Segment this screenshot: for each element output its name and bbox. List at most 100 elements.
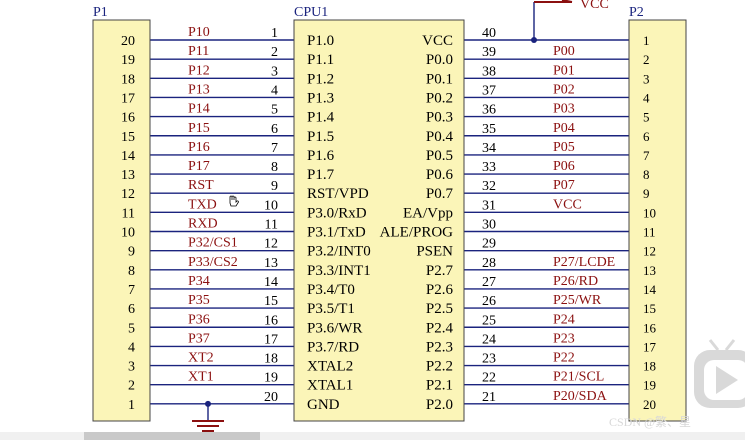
cpu1-pin-name: P3.1/TxD: [307, 225, 366, 241]
cpu1-pin-number: 13: [264, 256, 278, 271]
cpu1-pin-number: 11: [265, 218, 278, 233]
cpu1-pin-number: 35: [482, 122, 496, 137]
cpu1-pin-number: 5: [271, 103, 278, 118]
left-net-label: P35: [188, 293, 210, 308]
cpu1-pin-name: P2.5: [426, 301, 453, 317]
cpu1-pin-name: P2.6: [426, 282, 454, 298]
p1-pin-number: 11: [122, 206, 135, 221]
cpu1-pin-name: P2.0: [426, 397, 453, 413]
cpu1-pin-name: P0.0: [426, 52, 453, 68]
cpu1-pin-name: P3.4/T0: [307, 282, 355, 298]
cpu1-pin-name: P2.3: [426, 339, 453, 355]
cpu1-pin-number: 34: [482, 141, 496, 156]
right-net-label: P21/SCL: [553, 370, 604, 385]
cpu1-pin-name: P2.7: [426, 263, 454, 279]
cpu1-pin-number: 25: [482, 313, 496, 328]
p2-pin-number: 11: [643, 225, 656, 240]
play-icon[interactable]: [694, 338, 745, 410]
horizontal-scrollbar-track[interactable]: [0, 432, 745, 440]
left-net-label: P12: [188, 63, 210, 78]
p1-pin-number: 2: [128, 379, 135, 394]
cpu1-pin-number: 31: [482, 198, 496, 213]
cpu1-pin-number: 9: [271, 179, 278, 194]
cpu1-pin-name: RST/VPD: [307, 186, 369, 202]
left-net-label: RST: [188, 178, 214, 193]
cpu1-pin-number: 3: [271, 64, 278, 79]
p1-pin-number: 7: [128, 283, 135, 298]
horizontal-scrollbar-thumb[interactable]: [84, 432, 260, 440]
cpu1-pin-name: P1.6: [307, 148, 335, 164]
left-net-label: P14: [188, 102, 210, 117]
cpu1-pin-name: P3.5/T1: [307, 301, 355, 317]
header-p1-ref: P1: [93, 5, 108, 20]
cpu1-pin-number: 24: [482, 332, 496, 347]
right-net-label: VCC: [553, 197, 582, 212]
p1-pin-number: 14: [121, 149, 135, 164]
left-net-label: P32/CS1: [188, 236, 238, 251]
p2-pin-number: 20: [643, 397, 656, 412]
cpu1-pin-name: PSEN: [416, 244, 453, 260]
p2-pin-number: 6: [643, 129, 650, 144]
p2-pin-number: 9: [643, 186, 650, 201]
cpu1-pin-name: P1.7: [307, 167, 335, 183]
left-net-label: P36: [188, 312, 210, 327]
cpu1-pin-number: 30: [482, 218, 496, 233]
right-net-label: P06: [553, 159, 575, 174]
junction-node: [531, 37, 537, 43]
p1-pin-number: 10: [121, 226, 135, 241]
cpu1-pin-number: 22: [482, 371, 496, 386]
left-net-label: RXD: [188, 217, 218, 232]
right-net-label: P20/SDA: [553, 389, 608, 404]
p2-pin-number: 14: [643, 282, 657, 297]
cpu1-pin-number: 21: [482, 390, 496, 405]
p2-pin-number: 18: [643, 359, 656, 374]
p2-pin-number: 1: [643, 33, 650, 48]
cpu1-pin-name: P3.3/INT1: [307, 263, 371, 279]
right-net-label: P23: [553, 331, 575, 346]
cpu1-pin-number: 6: [271, 122, 278, 137]
left-net-label: P13: [188, 82, 210, 97]
cpu1-pin-name: P3.2/INT0: [307, 244, 371, 260]
left-net-label: XT2: [188, 351, 214, 366]
right-net-label: P27/LCDE: [553, 255, 615, 270]
p2-pin-number: 5: [643, 110, 650, 125]
p1-pin-number: 17: [121, 91, 135, 106]
header-p2-body: [628, 19, 687, 422]
cpu1-pin-name: GND: [307, 397, 340, 413]
cpu1-pin-name: P1.3: [307, 90, 334, 106]
cpu1-pin-number: 8: [271, 160, 278, 175]
cpu1-pin-number: 7: [271, 141, 278, 156]
p2-pin-number: 10: [643, 205, 656, 220]
cpu1-pin-number: 40: [482, 26, 496, 41]
right-net-label: P24: [553, 312, 575, 327]
p1-pin-number: 8: [128, 264, 135, 279]
cpu1-pin-number: 27: [482, 275, 496, 290]
p1-pin-number: 6: [128, 302, 135, 317]
cpu1-pin-name: EA/Vpp: [403, 205, 453, 221]
right-net-label: P01: [553, 63, 575, 78]
left-net-label: P10: [188, 25, 210, 40]
cpu1-pin-name: P3.0/RxD: [307, 205, 367, 221]
cpu1-pin-number: 4: [271, 83, 278, 98]
p2-pin-number: 2: [643, 52, 650, 67]
left-net-label: XT1: [188, 370, 214, 385]
ground-icon: [192, 420, 224, 432]
p1-pin-number: 20: [121, 34, 135, 49]
header-p1-body: [92, 19, 151, 422]
p1-pin-number: 5: [128, 321, 135, 336]
p1-pin-number: 16: [121, 111, 135, 126]
left-net-label: TXD: [188, 197, 217, 212]
p1-pin-number: 4: [128, 340, 135, 355]
vcc-top-label: VCC: [580, 0, 609, 12]
cpu1-pin-number: 23: [482, 352, 496, 367]
left-net-label: P15: [188, 121, 210, 136]
cpu1-pin-number: 38: [482, 64, 496, 79]
cpu1-pin-name: P0.5: [426, 148, 453, 164]
cpu1-pin-number: 20: [264, 390, 278, 405]
watermark-text: CSDN @繁、星: [609, 414, 691, 429]
right-net-label: P04: [553, 121, 575, 136]
p1-pin-number: 1: [128, 398, 135, 413]
junction-node: [205, 400, 211, 407]
